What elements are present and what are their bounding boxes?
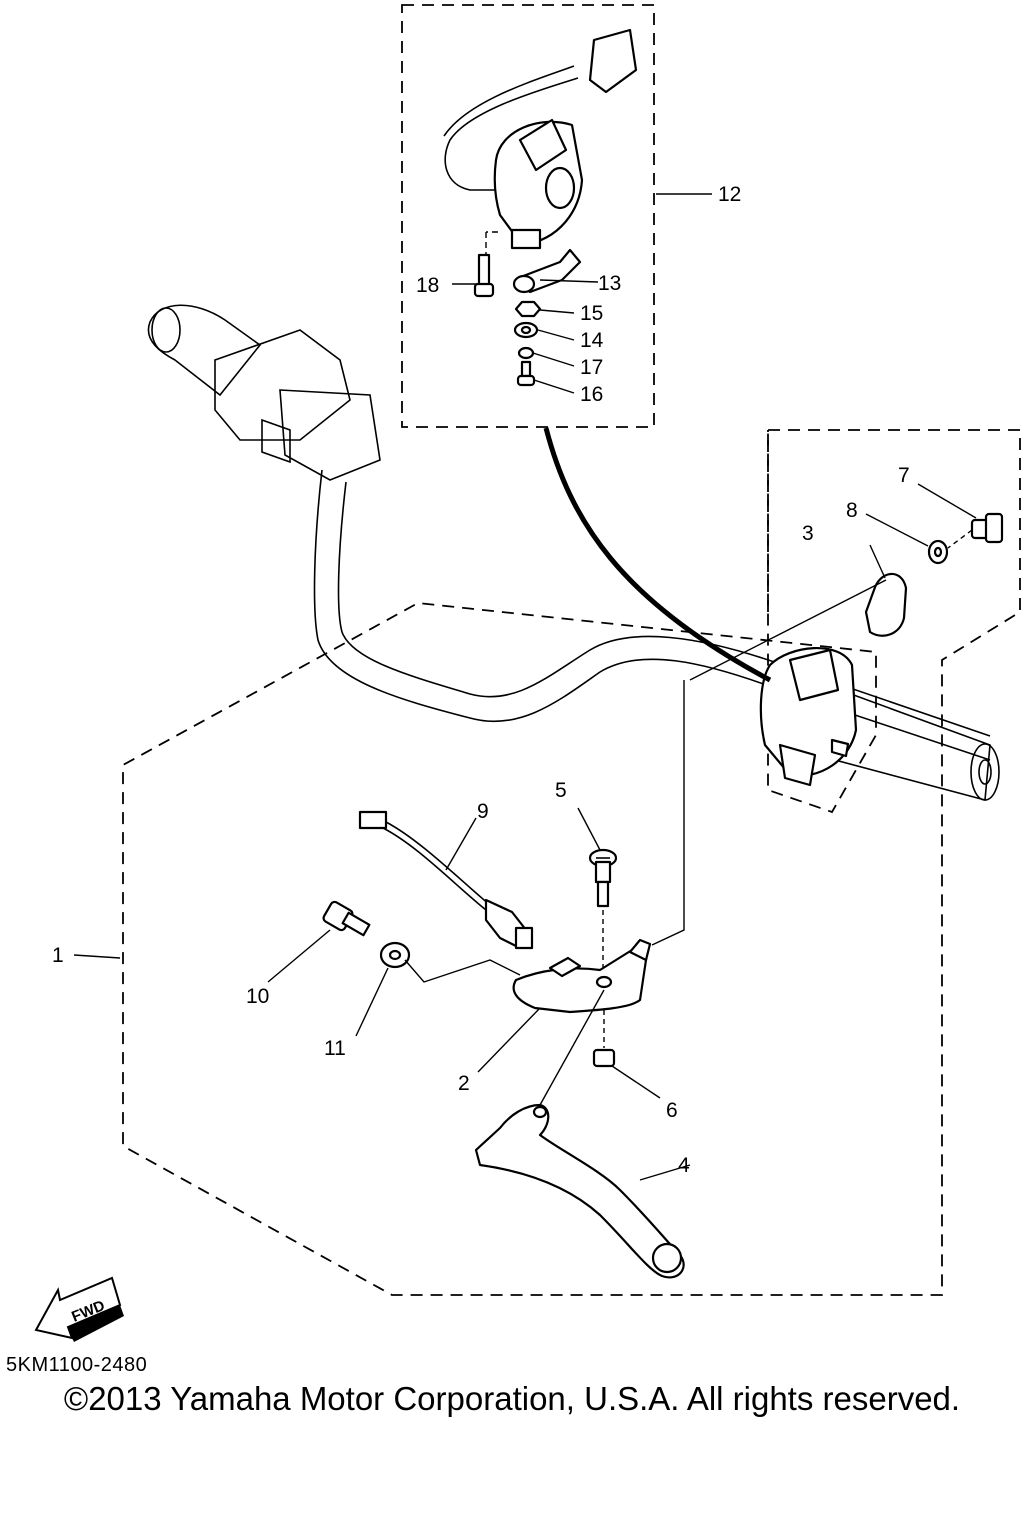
washer-14 <box>513 321 539 339</box>
callout-17: 17 <box>580 356 603 379</box>
clip-13 <box>512 248 582 294</box>
callout-1: 1 <box>52 944 64 967</box>
callout-16: 16 <box>580 383 603 406</box>
fwd-arrow-icon: FWD <box>34 1276 124 1342</box>
adjuster-10 <box>322 900 371 937</box>
left-grip <box>147 304 381 481</box>
callout-4: 4 <box>678 1154 690 1177</box>
callout-13: 13 <box>598 272 621 295</box>
callout-3: 3 <box>802 522 814 545</box>
document-code: 5KM1100-2480 <box>6 1354 148 1376</box>
callout-9: 9 <box>477 800 489 823</box>
right-grip <box>834 688 1000 802</box>
handlebar <box>313 469 991 761</box>
clutch-switch-9 <box>358 810 534 950</box>
callout-14: 14 <box>580 329 604 352</box>
switch-screw-18 <box>473 253 495 298</box>
callout-15: 15 <box>580 302 603 325</box>
nut-15 <box>514 300 542 318</box>
clamp-detail-box <box>122 429 1021 1296</box>
nut-6 <box>592 1010 616 1068</box>
washer-8 <box>927 539 949 565</box>
callout-11: 11 <box>324 1037 346 1060</box>
right-switch-assembly <box>759 646 858 787</box>
bracket-guide <box>651 680 685 946</box>
callout-8: 8 <box>846 499 858 522</box>
switch-assembly-12 <box>443 28 638 262</box>
callout-10: 10 <box>246 985 269 1008</box>
nut-11 <box>379 941 521 983</box>
copyright-notice: ©2013 Yamaha Motor Corporation, U.S.A. A… <box>63 1380 961 1417</box>
clamp-3 <box>689 572 908 681</box>
callout-12: 12 <box>718 183 741 206</box>
callout-6: 6 <box>666 1099 678 1122</box>
lock-washer-17 <box>517 346 535 360</box>
bolt-7 <box>947 512 1004 549</box>
switch-harness <box>543 427 772 683</box>
leader-lines <box>73 193 977 1181</box>
callout-18: 18 <box>416 274 439 297</box>
callout-labels: 1 2 3 4 5 6 7 8 9 10 11 12 13 14 15 16 1… <box>52 183 910 1177</box>
callout-2: 2 <box>458 1072 470 1095</box>
switch-detail-box <box>401 4 655 428</box>
screw-5 <box>588 848 618 1000</box>
callout-7: 7 <box>898 464 910 487</box>
callout-5: 5 <box>555 779 567 802</box>
lever-holder-2 <box>512 938 652 1014</box>
clutch-lever-4 <box>474 989 685 1279</box>
screw-16 <box>516 360 536 387</box>
